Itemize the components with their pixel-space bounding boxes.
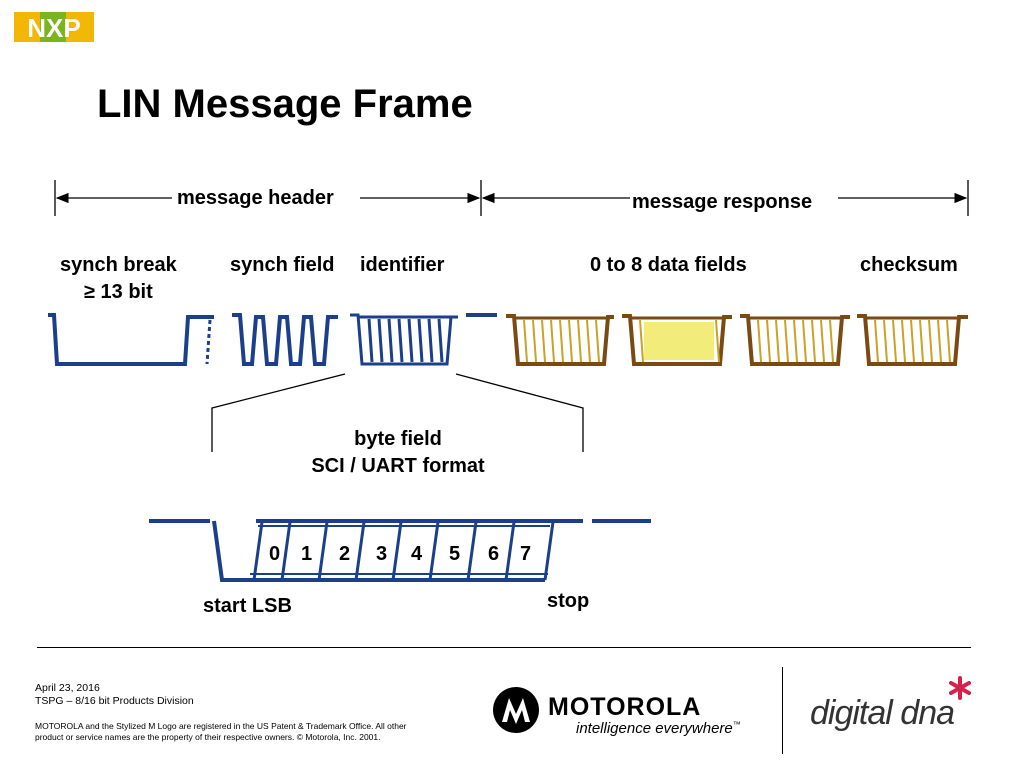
message-header-label: message header [177,187,334,209]
message-response-label: message response [632,191,813,213]
digitaldna-logo: digital dna [810,694,955,732]
stop-label: stop [547,590,590,612]
checksum-field [857,314,968,366]
byte-field-title: byte field [354,428,442,450]
zoom-connector [211,373,584,452]
checksum-label: checksum [860,254,958,276]
footer-legal-1: MOTOROLA and the Stylized M Logo are reg… [35,721,407,731]
data-field-3 [740,314,850,366]
bit-label-6: 6 [488,543,500,565]
synch-break-label: synch break [60,254,177,276]
bit-label-5: 5 [449,543,461,565]
bit-label-3: 3 [376,543,388,565]
footer-divider [782,667,783,754]
byte-field-format: SCI / UART format [311,455,485,477]
bit-label-7: 7 [520,543,532,565]
synch-break-waveform [48,313,214,366]
start-lsb-label: start LSB [203,595,292,617]
identifier-waveform [350,313,497,366]
motorola-logo-icon [493,687,539,733]
identifier-label: identifier [360,254,445,276]
synch-field-label: synch field [230,254,335,276]
footer-date: April 23, 2016 [35,682,100,694]
dimension-lines [54,180,969,216]
synch-field-waveform [232,313,338,366]
motorola-tagline: intelligence everywhere™ [576,720,741,737]
bit-label-4: 4 [411,543,423,565]
data-fields-label: 0 to 8 data fields [590,254,747,276]
footer-division: TSPG – 8/16 bit Products Division [35,695,194,707]
data-fields-waveform [506,314,968,366]
footer-rule [37,647,971,648]
nxp-logo: NXP [14,12,94,43]
motorola-wordmark: MOTOROLA [548,693,702,721]
bit-label-0: 0 [269,543,281,565]
digitaldna-asterisk-icon [949,676,971,700]
bit-label-2: 2 [339,543,351,565]
byte-field-waveform [149,519,651,582]
synch-break-length-label: ≥ 13 bit [84,281,153,303]
nxp-logo-text: NXP [27,13,80,43]
data-field-1 [506,314,614,366]
data-field-2 [622,314,732,366]
bit-label-1: 1 [301,543,313,565]
page-title: LIN Message Frame [97,82,473,126]
footer-legal-2: product or service names are the propert… [35,732,381,742]
